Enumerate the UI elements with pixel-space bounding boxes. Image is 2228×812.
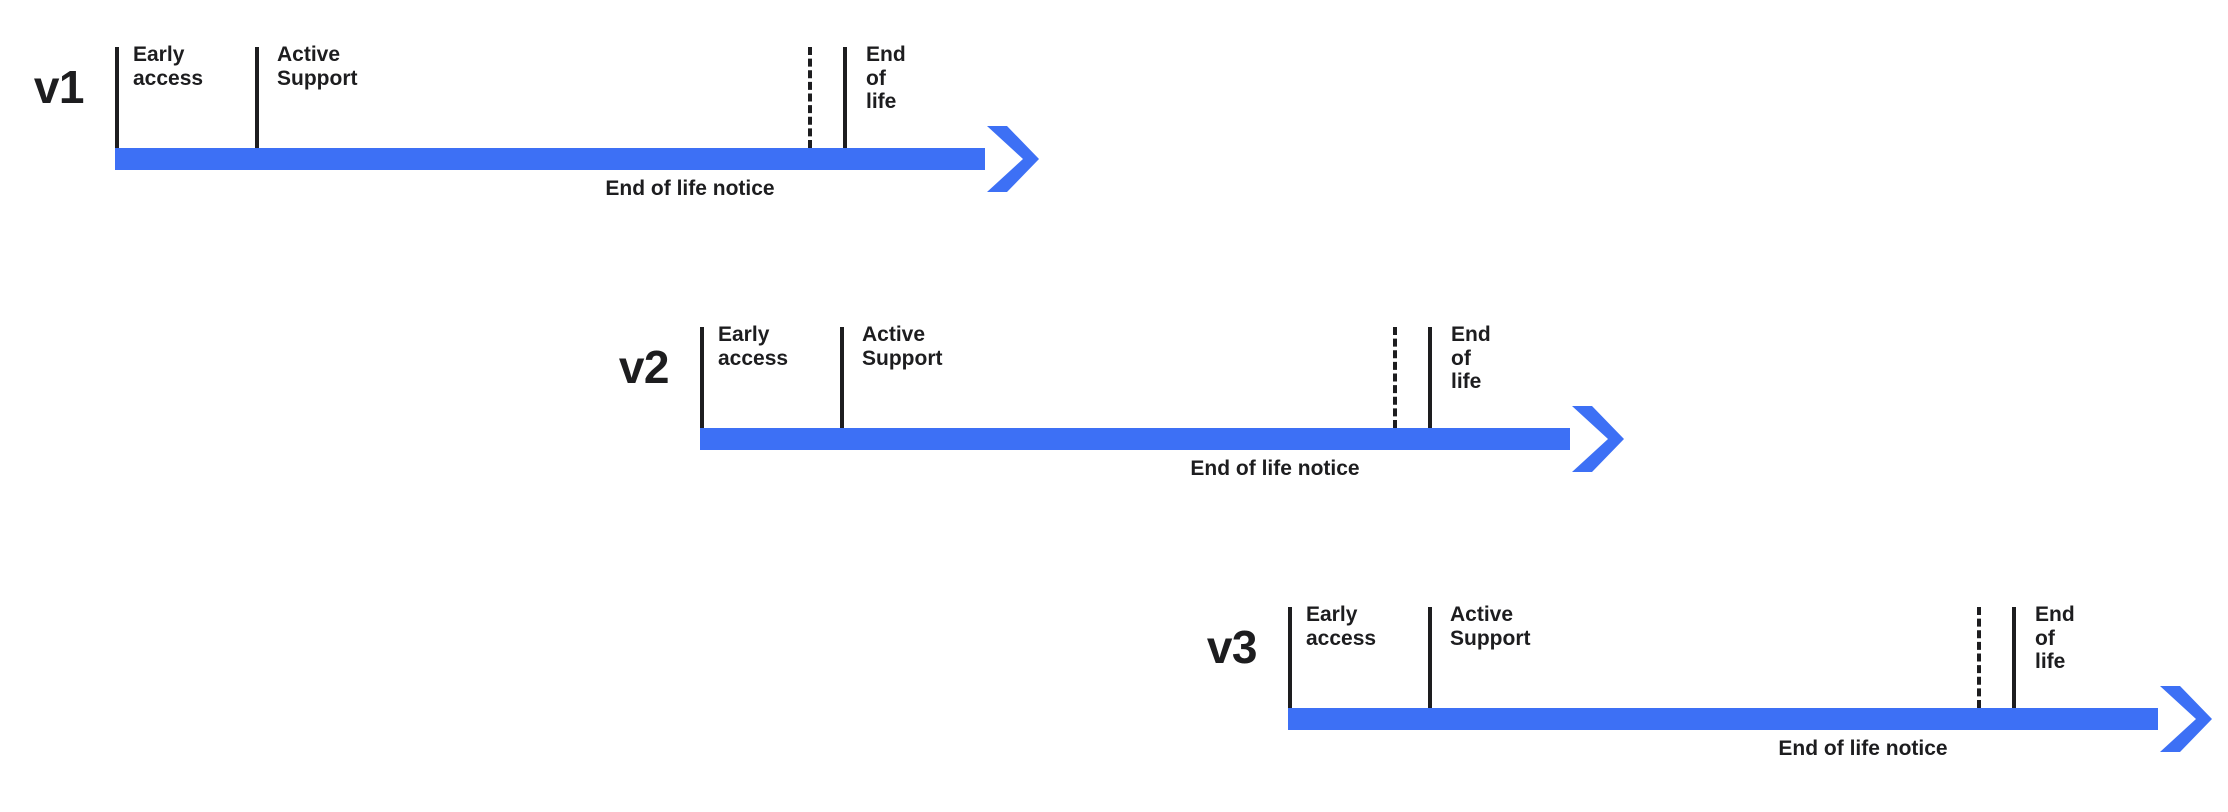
phase-label-v1-1: Active Support (277, 43, 358, 90)
end-of-life-notice-label-v1: End of life notice (605, 177, 775, 200)
lifecycle-bar-v3 (1288, 708, 2158, 730)
version-label-v1: v1 (33, 61, 85, 113)
phase-label-v2-2: End of life (1451, 323, 1491, 394)
lifecycle-bar-v1 (115, 148, 985, 170)
phase-divider-solid-0 (700, 327, 704, 428)
phase-divider-solid-3 (1428, 327, 1432, 428)
phase-divider-dashed-2 (1393, 327, 1397, 428)
phase-divider-solid-3 (843, 47, 847, 148)
version-label-v3: v3 (1206, 621, 1258, 673)
phase-label-v3-1: Active Support (1450, 603, 1531, 650)
phase-divider-solid-0 (1288, 607, 1292, 708)
phase-divider-dashed-2 (1977, 607, 1981, 708)
phase-label-v1-0: Early access (133, 43, 204, 90)
arrow-head-icon-v3 (2158, 684, 2214, 754)
phase-label-v2-0: Early access (718, 323, 789, 370)
phase-label-v3-0: Early access (1306, 603, 1377, 650)
end-of-life-notice-label-v2: End of life notice (1190, 457, 1360, 480)
end-of-life-notice-label-v3: End of life notice (1778, 737, 1948, 760)
phase-divider-solid-1 (1428, 607, 1432, 708)
phase-label-v2-1: Active Support (862, 323, 943, 370)
phase-divider-solid-3 (2012, 607, 2016, 708)
phase-divider-solid-1 (840, 327, 844, 428)
phase-divider-solid-1 (255, 47, 259, 148)
phase-divider-dashed-2 (808, 47, 812, 148)
arrow-head-icon-v2 (1570, 404, 1626, 474)
phase-label-v1-2: End of life (866, 43, 906, 114)
phase-divider-solid-0 (115, 47, 119, 148)
lifecycle-bar-v2 (700, 428, 1570, 450)
phase-label-v3-2: End of life (2035, 603, 2075, 674)
arrow-head-icon-v1 (985, 124, 1041, 194)
version-label-v2: v2 (618, 341, 670, 393)
